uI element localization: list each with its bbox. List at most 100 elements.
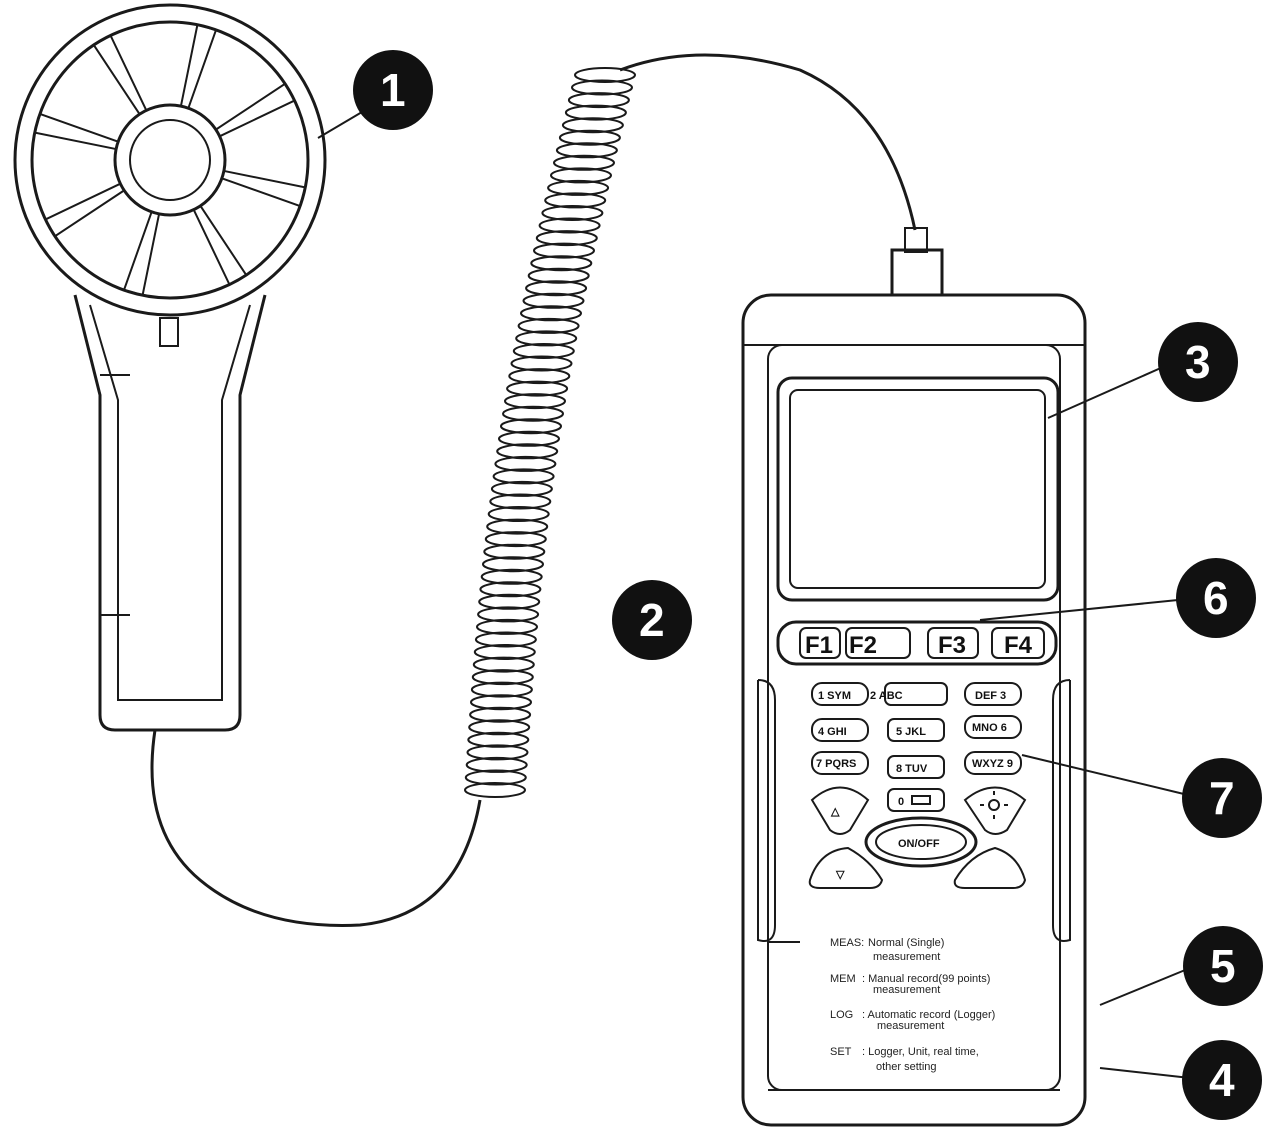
coil-loop [483, 543, 546, 560]
power-button-outer[interactable] [864, 816, 978, 868]
f2-key-label: F2 [849, 632, 877, 659]
svg-text:4: 4 [1209, 1054, 1235, 1106]
coil-loop [538, 217, 601, 234]
down-key[interactable] [808, 846, 884, 889]
coil-loop [480, 568, 543, 585]
coil-loop [517, 317, 580, 334]
legend-mem-line1: : Manual record(99 points) [862, 973, 990, 985]
backlight-key[interactable] [963, 786, 1027, 835]
legend-set-key: SET [830, 1046, 852, 1058]
up-arrow-icon: △ [830, 806, 840, 818]
coil-loop [494, 455, 557, 472]
up-key[interactable] [810, 786, 870, 835]
right-key[interactable] [953, 846, 1027, 889]
key-9-label: WXYZ 9 [972, 758, 1013, 770]
key-1-label: 1 SYM [818, 690, 851, 702]
legend-log-key: LOG [830, 1009, 853, 1021]
fan-blade [221, 169, 307, 208]
svg-text:1: 1 [380, 64, 406, 116]
sun-icon [980, 791, 1008, 819]
meter-body: F1 F2 F3 F4 1 SYM 2 ABC DEF 3 4 GHI 5 JK… [741, 293, 1087, 1127]
key-0-label: 0 [898, 796, 904, 808]
key-1[interactable] [811, 682, 869, 706]
f1-key-label: F1 [805, 632, 833, 659]
coil-loop [469, 706, 532, 723]
f3-key[interactable] [927, 627, 979, 659]
f1-key[interactable] [799, 627, 841, 659]
probe-hub-inner [129, 119, 211, 201]
f4-key-label: F4 [1004, 632, 1033, 659]
callout-3: 3 [1158, 322, 1238, 402]
right-grip [1052, 679, 1071, 942]
f2-key[interactable] [845, 627, 911, 659]
coil-loop [471, 669, 534, 686]
coil-loop [476, 618, 538, 635]
coil-loop [520, 305, 582, 322]
probe-hub [113, 103, 227, 217]
cable-connector [890, 248, 944, 297]
coil-loop [464, 782, 526, 798]
coil-loop [470, 694, 532, 711]
power-button-label: ON/OFF [898, 838, 940, 850]
key-7[interactable] [811, 751, 869, 775]
legend-mem-key: MEM [830, 973, 856, 985]
coil-loop [555, 142, 618, 159]
callout-1: 1 [353, 50, 433, 130]
coil-loop [535, 230, 598, 247]
key-6[interactable] [964, 715, 1022, 739]
fan-blade [44, 182, 125, 238]
display-screen [789, 389, 1046, 589]
coil-loop [490, 480, 553, 497]
key-8[interactable] [887, 755, 945, 779]
legend-mem-line2: measurement [873, 984, 940, 996]
mode-legend: MEAS: Normal (Single) measurement MEM : … [768, 937, 995, 1073]
callout-4: 4 [1182, 1040, 1262, 1120]
coil-loop [478, 593, 541, 610]
coil-loop [504, 393, 566, 410]
space-glyph [911, 795, 931, 805]
key-4[interactable] [811, 718, 869, 742]
coil-loop [547, 179, 610, 196]
key-5[interactable] [887, 718, 945, 742]
key-0[interactable] [887, 788, 945, 812]
coil-loop [484, 531, 547, 548]
svg-text:2: 2 [639, 594, 665, 646]
display-bezel [776, 376, 1060, 602]
f3-key-label: F3 [938, 632, 966, 659]
coil-loop [477, 606, 540, 623]
coil-loop [482, 556, 544, 573]
key-4-label: 4 GHI [818, 726, 847, 738]
coil-loop [470, 681, 533, 698]
fan-blade [192, 205, 248, 286]
coil-loop [465, 756, 528, 773]
key-2[interactable] [884, 682, 948, 706]
key-8-label: 8 TUV [896, 763, 928, 775]
coil-loop [567, 92, 630, 109]
svg-text:7: 7 [1209, 772, 1235, 824]
coil-loop [474, 631, 537, 648]
coil-loop [506, 380, 569, 397]
probe-tab [159, 317, 179, 347]
probe-handle [73, 294, 267, 732]
key-9[interactable] [964, 751, 1022, 775]
fan-blade [33, 112, 119, 151]
coil-loop [464, 769, 527, 786]
legend-set-line1: : Logger, Unit, real time, [862, 1046, 979, 1058]
f4-key[interactable] [991, 627, 1045, 659]
coil-loop [530, 255, 593, 272]
function-keys: F1 F2 F3 F4 [799, 627, 1045, 659]
fan-blade [215, 82, 296, 138]
coil-loop [508, 368, 571, 385]
coil-loop [472, 656, 535, 673]
cable-strain-relief [904, 227, 928, 253]
coil-loop [574, 67, 636, 83]
svg-text:5: 5 [1210, 940, 1236, 992]
coil-loop [479, 581, 542, 598]
svg-text:3: 3 [1185, 336, 1211, 388]
key-7-label: 7 PQRS [816, 758, 856, 770]
key-3[interactable] [964, 682, 1022, 706]
legend-set-line2: other setting [876, 1061, 937, 1073]
legend-meas-line1: Normal (Single) [868, 937, 944, 949]
coil-loop [468, 719, 531, 736]
